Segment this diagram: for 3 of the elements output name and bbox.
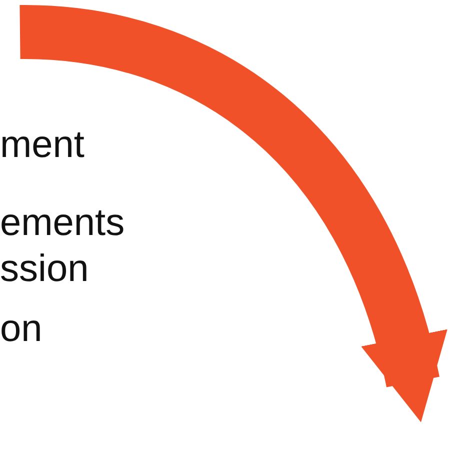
list-text: ements ssion: [0, 201, 126, 292]
list-text: on: [0, 307, 44, 352]
list-text: ment: [0, 123, 86, 168]
